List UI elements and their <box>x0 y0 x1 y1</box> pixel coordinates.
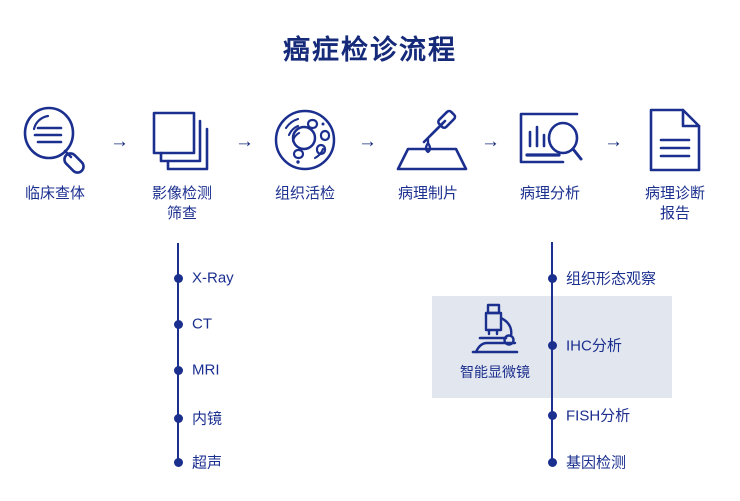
microscope-icon <box>440 302 550 360</box>
flow-arrow-5: → <box>604 131 623 152</box>
flow-step-clinical-exam[interactable]: 临床查体 <box>0 104 110 204</box>
smart-microscope-callout[interactable]: 智能显微镜 <box>440 302 550 382</box>
imaging-branch-line <box>177 243 179 463</box>
flow-step-pathology-analysis[interactable]: 病理分析 <box>495 104 605 204</box>
flow-step-label: 组织活检 <box>274 185 335 202</box>
pathology-branch-item-label[interactable]: FISH分析 <box>566 407 631 425</box>
flow-step-tissue-biopsy[interactable]: 组织活检 <box>250 104 360 204</box>
imaging-branch-item-label[interactable]: X-Ray <box>192 269 234 287</box>
pipette-slide-icon <box>373 104 483 176</box>
imaging-branch-dot <box>174 366 183 375</box>
flow-step-label: 临床查体 <box>24 185 85 202</box>
imaging-branch-item-label[interactable]: MRI <box>192 361 220 379</box>
chart-magnifier-icon <box>495 104 605 176</box>
flow-arrow-4: → <box>481 131 500 152</box>
imaging-branch-dot <box>174 414 183 423</box>
flow-step-label: 病理分析 <box>519 185 580 202</box>
imaging-branch-dot <box>174 458 183 467</box>
flow-step-label: 病理制片 <box>397 185 458 202</box>
flow-step-label: 影像检测 筛查 <box>151 185 212 222</box>
report-document-icon <box>620 104 730 176</box>
flow-step-diagnosis-report[interactable]: 病理诊断 报告 <box>620 104 730 224</box>
pathology-branch-dot <box>548 458 557 467</box>
magnifier-document-icon <box>0 104 110 176</box>
imaging-branch-dot <box>174 320 183 329</box>
flow-step-label: 病理诊断 报告 <box>644 185 705 222</box>
pathology-branch-item-label[interactable]: 组织形态观察 <box>566 270 657 288</box>
smart-microscope-label: 智能显微镜 <box>460 364 530 380</box>
imaging-branch-dot <box>174 274 183 283</box>
cell-tissue-icon <box>250 104 360 176</box>
flow-arrow-3: → <box>358 131 377 152</box>
pathology-branch-item-label[interactable]: 基因检测 <box>566 454 627 472</box>
flow-arrow-1: → <box>110 131 129 152</box>
pathology-branch-dot <box>548 341 557 350</box>
imaging-branch-item-label[interactable]: 超声 <box>192 454 223 472</box>
pathology-branch-line <box>551 242 553 463</box>
stacked-images-icon <box>127 104 237 176</box>
flow-arrow-2: → <box>235 131 254 152</box>
pathology-branch-dot <box>548 274 557 283</box>
flow-step-imaging-screening[interactable]: 影像检测 筛查 <box>127 104 237 224</box>
pathology-branch-item-label[interactable]: IHC分析 <box>566 337 622 355</box>
imaging-branch-item-label[interactable]: CT <box>192 315 212 333</box>
pathology-branch-dot <box>548 411 557 420</box>
flow-step-slide-preparation[interactable]: 病理制片 <box>373 104 483 204</box>
imaging-branch-item-label[interactable]: 内镜 <box>192 410 223 428</box>
page-title: 癌症检诊流程 <box>283 35 457 65</box>
